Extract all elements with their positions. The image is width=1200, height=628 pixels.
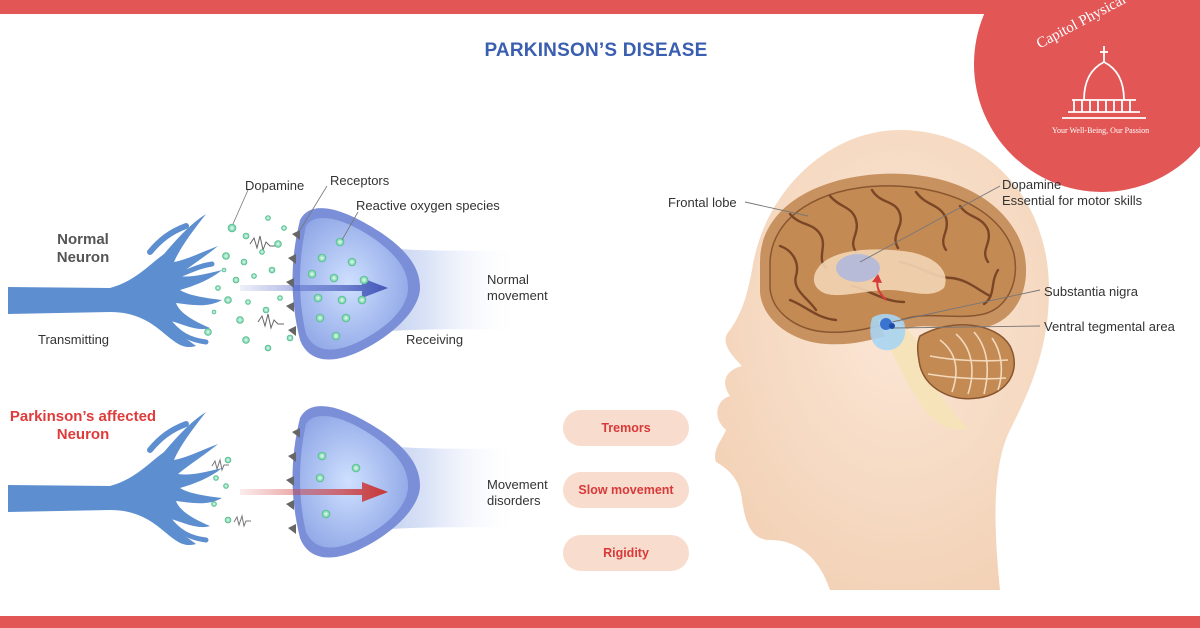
bottom-band <box>0 616 1200 628</box>
dopamine-brain-label: Dopamine Essential for motor skills <box>1002 177 1143 208</box>
dopamine-label: Dopamine <box>245 178 305 193</box>
ventral-tegmental-label: Ventral tegmental area <box>1044 319 1175 334</box>
ros-label: Reactive oxygen species <box>356 198 500 213</box>
symptom-tremors: Tremors <box>563 410 689 446</box>
page-title: PARKINSON’S DISEASE <box>484 40 708 61</box>
logo-graphic <box>974 0 1200 192</box>
symptom-slow-movement: Slow movement <box>563 472 689 508</box>
normal-neuron-label: Normal Neuron <box>56 231 110 266</box>
frontal-lobe-label: Frontal lobe <box>668 195 737 210</box>
normal-neuron-graphic <box>8 185 520 360</box>
receiving-label: Receiving <box>406 332 464 347</box>
affected-neuron-graphic <box>8 406 520 558</box>
affected-neuron-label: Parkinson’s affected Neuron <box>9 408 157 443</box>
receptors-normal <box>286 230 300 336</box>
top-band <box>0 0 1200 14</box>
logo-tagline: Your Well-Being, Our Passion <box>1052 126 1150 135</box>
substantia-nigra-label: Substantia nigra <box>1044 284 1138 299</box>
head-graphic <box>715 130 1049 590</box>
transmitting-label: Transmitting <box>38 332 110 347</box>
symptom-rigidity: Rigidity <box>563 535 689 571</box>
receptors-label: Receptors <box>330 173 390 188</box>
movement-disorders-label: Movement disorders <box>487 477 548 508</box>
normal-movement-label: Normal movement <box>487 272 548 303</box>
